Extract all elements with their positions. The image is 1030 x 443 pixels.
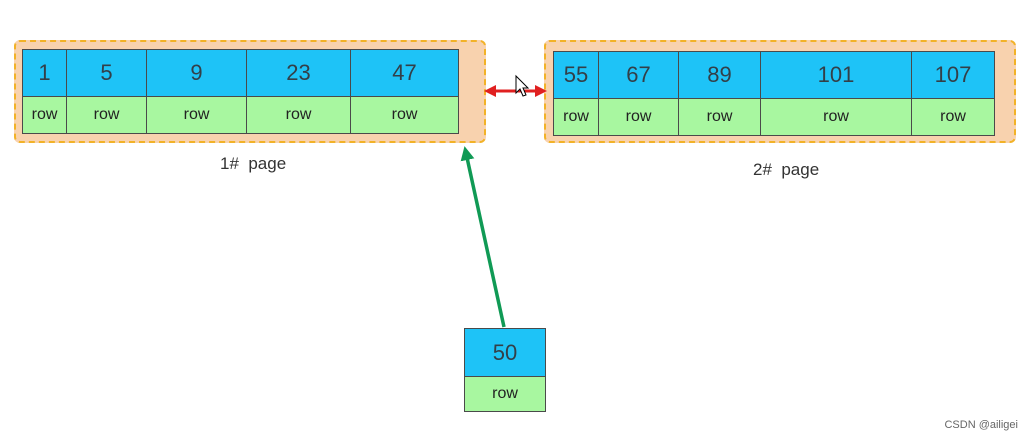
page-1-record: 47 row [350, 50, 458, 133]
page-2-label: 2# page [753, 160, 820, 179]
page-1-label: 1# page [220, 154, 287, 173]
row-cell: row [554, 99, 598, 135]
row-cell: row [23, 97, 66, 133]
key-cell: 47 [351, 50, 458, 97]
page-1-block: 1 row 5 row 9 row 23 row 47 row [14, 40, 486, 143]
key-cell: 5 [67, 50, 146, 97]
key-cell: 9 [147, 50, 246, 97]
page-2-record: 67 row [598, 52, 678, 135]
insert-arrow [460, 146, 506, 328]
key-cell: 89 [679, 52, 760, 99]
page-2-record: 89 row [678, 52, 760, 135]
page-1-record: 5 row [66, 50, 146, 133]
row-cell: row [67, 97, 146, 133]
row-cell: row [147, 97, 246, 133]
row-cell: row [599, 99, 678, 135]
page-2-block: 55 row 67 row 89 row 101 row 107 row [544, 40, 1016, 143]
row-cell: row [247, 97, 350, 133]
page-1-record: 1 row [23, 50, 66, 133]
page-1-record: 23 row [246, 50, 350, 133]
key-cell: 1 [23, 50, 66, 97]
key-cell: 55 [554, 52, 598, 99]
watermark: CSDN @ailigei [944, 419, 1018, 431]
new-record-50: 50 row [464, 328, 546, 412]
key-cell: 23 [247, 50, 350, 97]
page-2-record: 55 row [554, 52, 598, 135]
new-record-key: 50 [465, 329, 545, 377]
new-record-row: row [465, 377, 545, 411]
page-1-record: 9 row [146, 50, 246, 133]
key-cell: 101 [761, 52, 911, 99]
mouse-cursor-icon [515, 74, 530, 97]
key-cell: 67 [599, 52, 678, 99]
key-cell: 107 [912, 52, 994, 99]
page-2-record: 101 row [760, 52, 911, 135]
row-cell: row [679, 99, 760, 135]
page-1-records: 1 row 5 row 9 row 23 row 47 row [22, 49, 459, 134]
page-2-records: 55 row 67 row 89 row 101 row 107 row [553, 51, 995, 136]
row-cell: row [351, 97, 458, 133]
row-cell: row [912, 99, 994, 135]
row-cell: row [761, 99, 911, 135]
page-2-record: 107 row [911, 52, 994, 135]
